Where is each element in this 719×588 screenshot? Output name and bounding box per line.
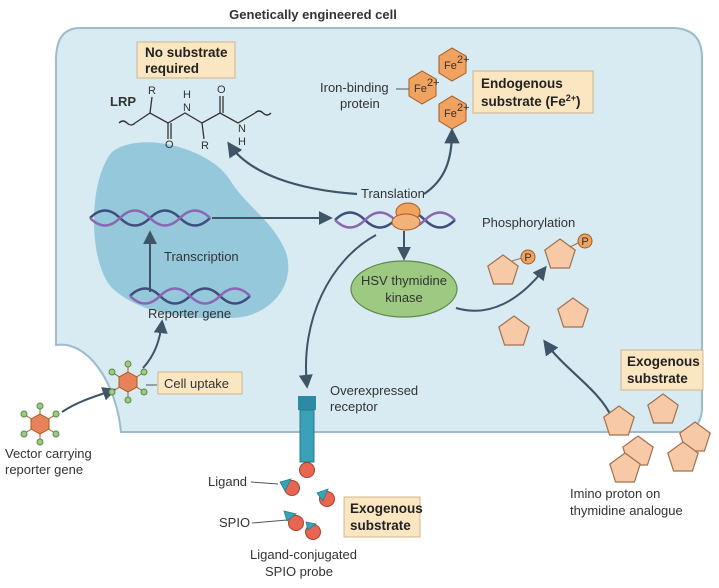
arrow-translation-to-lrp (227, 141, 358, 196)
fe-hexagon-1: Fe 2+ (408, 70, 440, 105)
chem-r-1: R (148, 85, 156, 97)
lrp-label: LRP (110, 94, 136, 109)
hsv-thymidine-kinase (350, 260, 458, 318)
overexpressed-label-line1: Overexpressed (330, 383, 418, 398)
exogenous-substrate-box-bottom (343, 496, 421, 538)
vector-virus-outside (20, 402, 60, 446)
overexpressed-label-line2: receptor (330, 399, 378, 414)
vector-label-line2: reporter gene (5, 462, 83, 477)
exogenous-bottom-line1: Exogenous (350, 501, 423, 516)
exogenous-substrate-box-right (620, 349, 704, 391)
no-substrate-label-line1: No substrate (145, 45, 228, 60)
reporter-gene-dna (129, 287, 251, 305)
overexpressed-receptor (298, 396, 316, 463)
diagram-title: Genetically engineered cell (229, 7, 397, 22)
svg-text:Fe: Fe (414, 83, 427, 95)
phosphorylated-pentagon-1: P (487, 249, 536, 285)
endogenous-label-line2: substrate (Fe2+) (481, 93, 581, 109)
ligand-label: Ligand (208, 474, 247, 489)
iron-binding-label-line1: Iron-binding (320, 80, 389, 95)
spio-probe-4 (305, 521, 321, 540)
exogenous-bottom-line2: substrate (350, 518, 411, 533)
chem-n-2: N (238, 123, 246, 135)
dna-strand-nucleus (89, 209, 211, 227)
ribosome (391, 202, 421, 231)
spio-probe-bound (299, 462, 315, 478)
svg-text:Fe: Fe (444, 108, 457, 120)
chem-o-1: O (165, 139, 174, 151)
arrow-kinase-to-phosphorylation (455, 265, 547, 312)
vector-label-line1: Vector carrying (5, 446, 92, 461)
arrow-vector-to-cell (61, 387, 117, 413)
endogenous-substrate-box (472, 70, 594, 114)
chem-r-2: R (201, 140, 209, 152)
lrp-peptide-structure (118, 96, 272, 140)
chem-h-2: H (238, 136, 246, 148)
hsv-label-line2: kinase (385, 290, 423, 305)
translation-label: Translation (361, 186, 425, 201)
no-substrate-label-line2: required (145, 61, 199, 76)
vector-virus-inside (108, 360, 148, 404)
svg-text:2+: 2+ (427, 77, 440, 89)
svg-text:Fe: Fe (444, 60, 457, 72)
transcription-label: Transcription (164, 249, 239, 264)
phosphorylation-label: Phosphorylation (482, 215, 575, 230)
spio-probe-2 (316, 488, 335, 507)
exogenous-right-line2: substrate (627, 371, 688, 386)
exogenous-right-line1: Exogenous (627, 354, 700, 369)
endogenous-label-line1: Endogenous (481, 76, 563, 91)
spio-leader (251, 519, 288, 524)
phosphorylated-pentagon-2: P (544, 233, 593, 269)
spio-probe-1 (279, 478, 300, 496)
svg-text:P: P (581, 236, 588, 248)
svg-text:2+: 2+ (457, 54, 470, 66)
imino-label-line1: Imino proton on (570, 486, 660, 501)
chem-h-1: H (183, 89, 191, 101)
no-substrate-box (136, 41, 236, 79)
spio-label: SPIO (219, 515, 250, 530)
imino-label-line2: thymidine analogue (570, 503, 683, 518)
fe-hexagon-3: Fe 2+ (438, 95, 470, 130)
fe-hexagon-2: Fe 2+ (438, 47, 470, 82)
cell-uptake-box (157, 371, 243, 395)
hsv-label-line1: HSV thymidine (361, 273, 447, 288)
chem-o-2: O (217, 84, 226, 96)
reporter-gene-label: Reporter gene (148, 306, 231, 321)
arrow-exogenous-uptake (543, 339, 614, 419)
probe-label-line2: SPIO probe (265, 564, 333, 579)
cell-uptake-label: Cell uptake (164, 376, 229, 391)
probe-label-line1: Ligand-conjugated (250, 547, 357, 562)
nucleus (94, 142, 289, 319)
svg-text:P: P (524, 252, 531, 264)
ligand-leader (250, 481, 279, 485)
arrow-mrna-to-receptor (298, 234, 377, 389)
spio-probe-3 (283, 510, 304, 531)
cell-membrane (55, 27, 703, 433)
arrow-uptake-to-nucleus (142, 319, 168, 369)
iron-binding-label-line2: protein (340, 96, 380, 111)
arrow-translation-to-iron (423, 127, 460, 195)
chem-n-1: N (183, 102, 191, 114)
svg-text:2+: 2+ (457, 102, 470, 114)
